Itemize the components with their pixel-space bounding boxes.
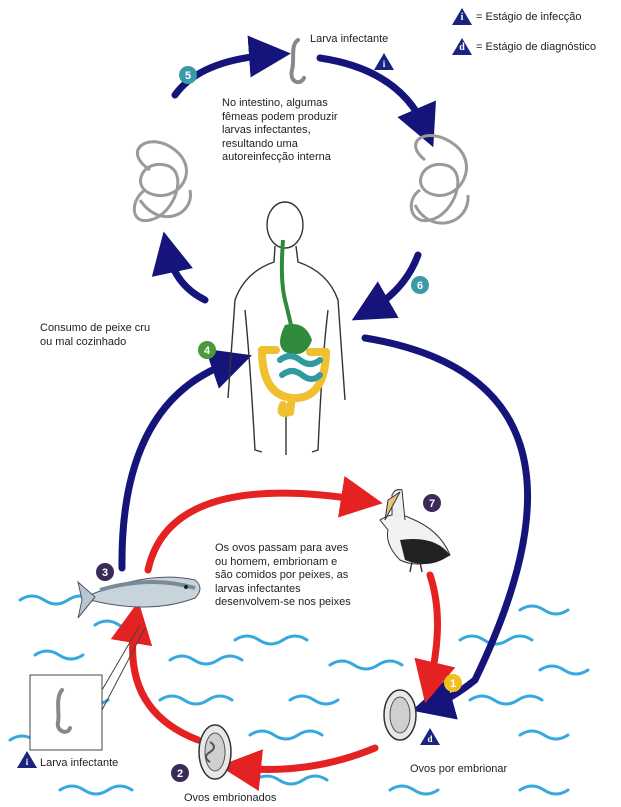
unembryonated-egg: [384, 690, 416, 740]
diagnostic-legend-icon: d: [452, 38, 472, 55]
coiled-worm-right: [411, 136, 468, 224]
legend-infection: i = Estágio de infecção: [452, 8, 582, 25]
svg-text:1: 1: [450, 678, 456, 690]
infection-stage-icon-bottom: i: [17, 751, 37, 768]
infection-legend-label: = Estágio de infecção: [476, 11, 582, 23]
larva-bottom-label: Larva infectante: [40, 757, 118, 771]
step-circle-3: 3: [96, 563, 114, 581]
svg-text:3: 3: [102, 567, 108, 579]
svg-text:5: 5: [185, 70, 191, 82]
step-circle-1: 1: [444, 674, 462, 692]
digestive-organs: [262, 240, 326, 413]
step-circle-6: 6: [411, 276, 429, 294]
step-circle-7: 7: [423, 494, 441, 512]
infection-stage-icon: i: [374, 53, 394, 70]
eggs-text: Os ovos passam para aves ou homem, embri…: [215, 542, 351, 610]
diagnostic-stage-icon: d: [420, 728, 440, 745]
autoinfection-text: No intestino, algumas fêmeas podem produ…: [222, 97, 338, 165]
larva-box-connector: [102, 625, 145, 710]
larva-box: [30, 675, 102, 750]
legend-diagnostic: d = Estágio de diagnóstico: [452, 38, 596, 55]
step-circle-4: 4: [198, 341, 216, 359]
diagnostic-legend-label: = Estágio de diagnóstico: [476, 41, 596, 53]
svg-text:2: 2: [177, 768, 183, 780]
svg-text:6: 6: [417, 280, 423, 292]
unembryonated-label: Ovos por embrionar: [410, 763, 507, 777]
svg-text:4: 4: [204, 345, 211, 357]
embryonated-label: Ovos embrionados: [184, 792, 276, 806]
step-circle-2: 2: [171, 764, 189, 782]
coiled-worm-left: [134, 142, 190, 221]
infection-legend-icon: i: [452, 8, 472, 25]
fish: [78, 577, 200, 618]
larva-top-icon: [291, 40, 304, 82]
svg-text:d: d: [427, 734, 432, 744]
svg-text:7: 7: [429, 498, 435, 510]
step-circle-5: 5: [179, 66, 197, 84]
embryonated-egg: [199, 725, 231, 779]
raw-fish-text: Consumo de peixe cru ou mal cozinhado: [40, 322, 150, 349]
larva-top-label: Larva infectante: [310, 33, 388, 47]
